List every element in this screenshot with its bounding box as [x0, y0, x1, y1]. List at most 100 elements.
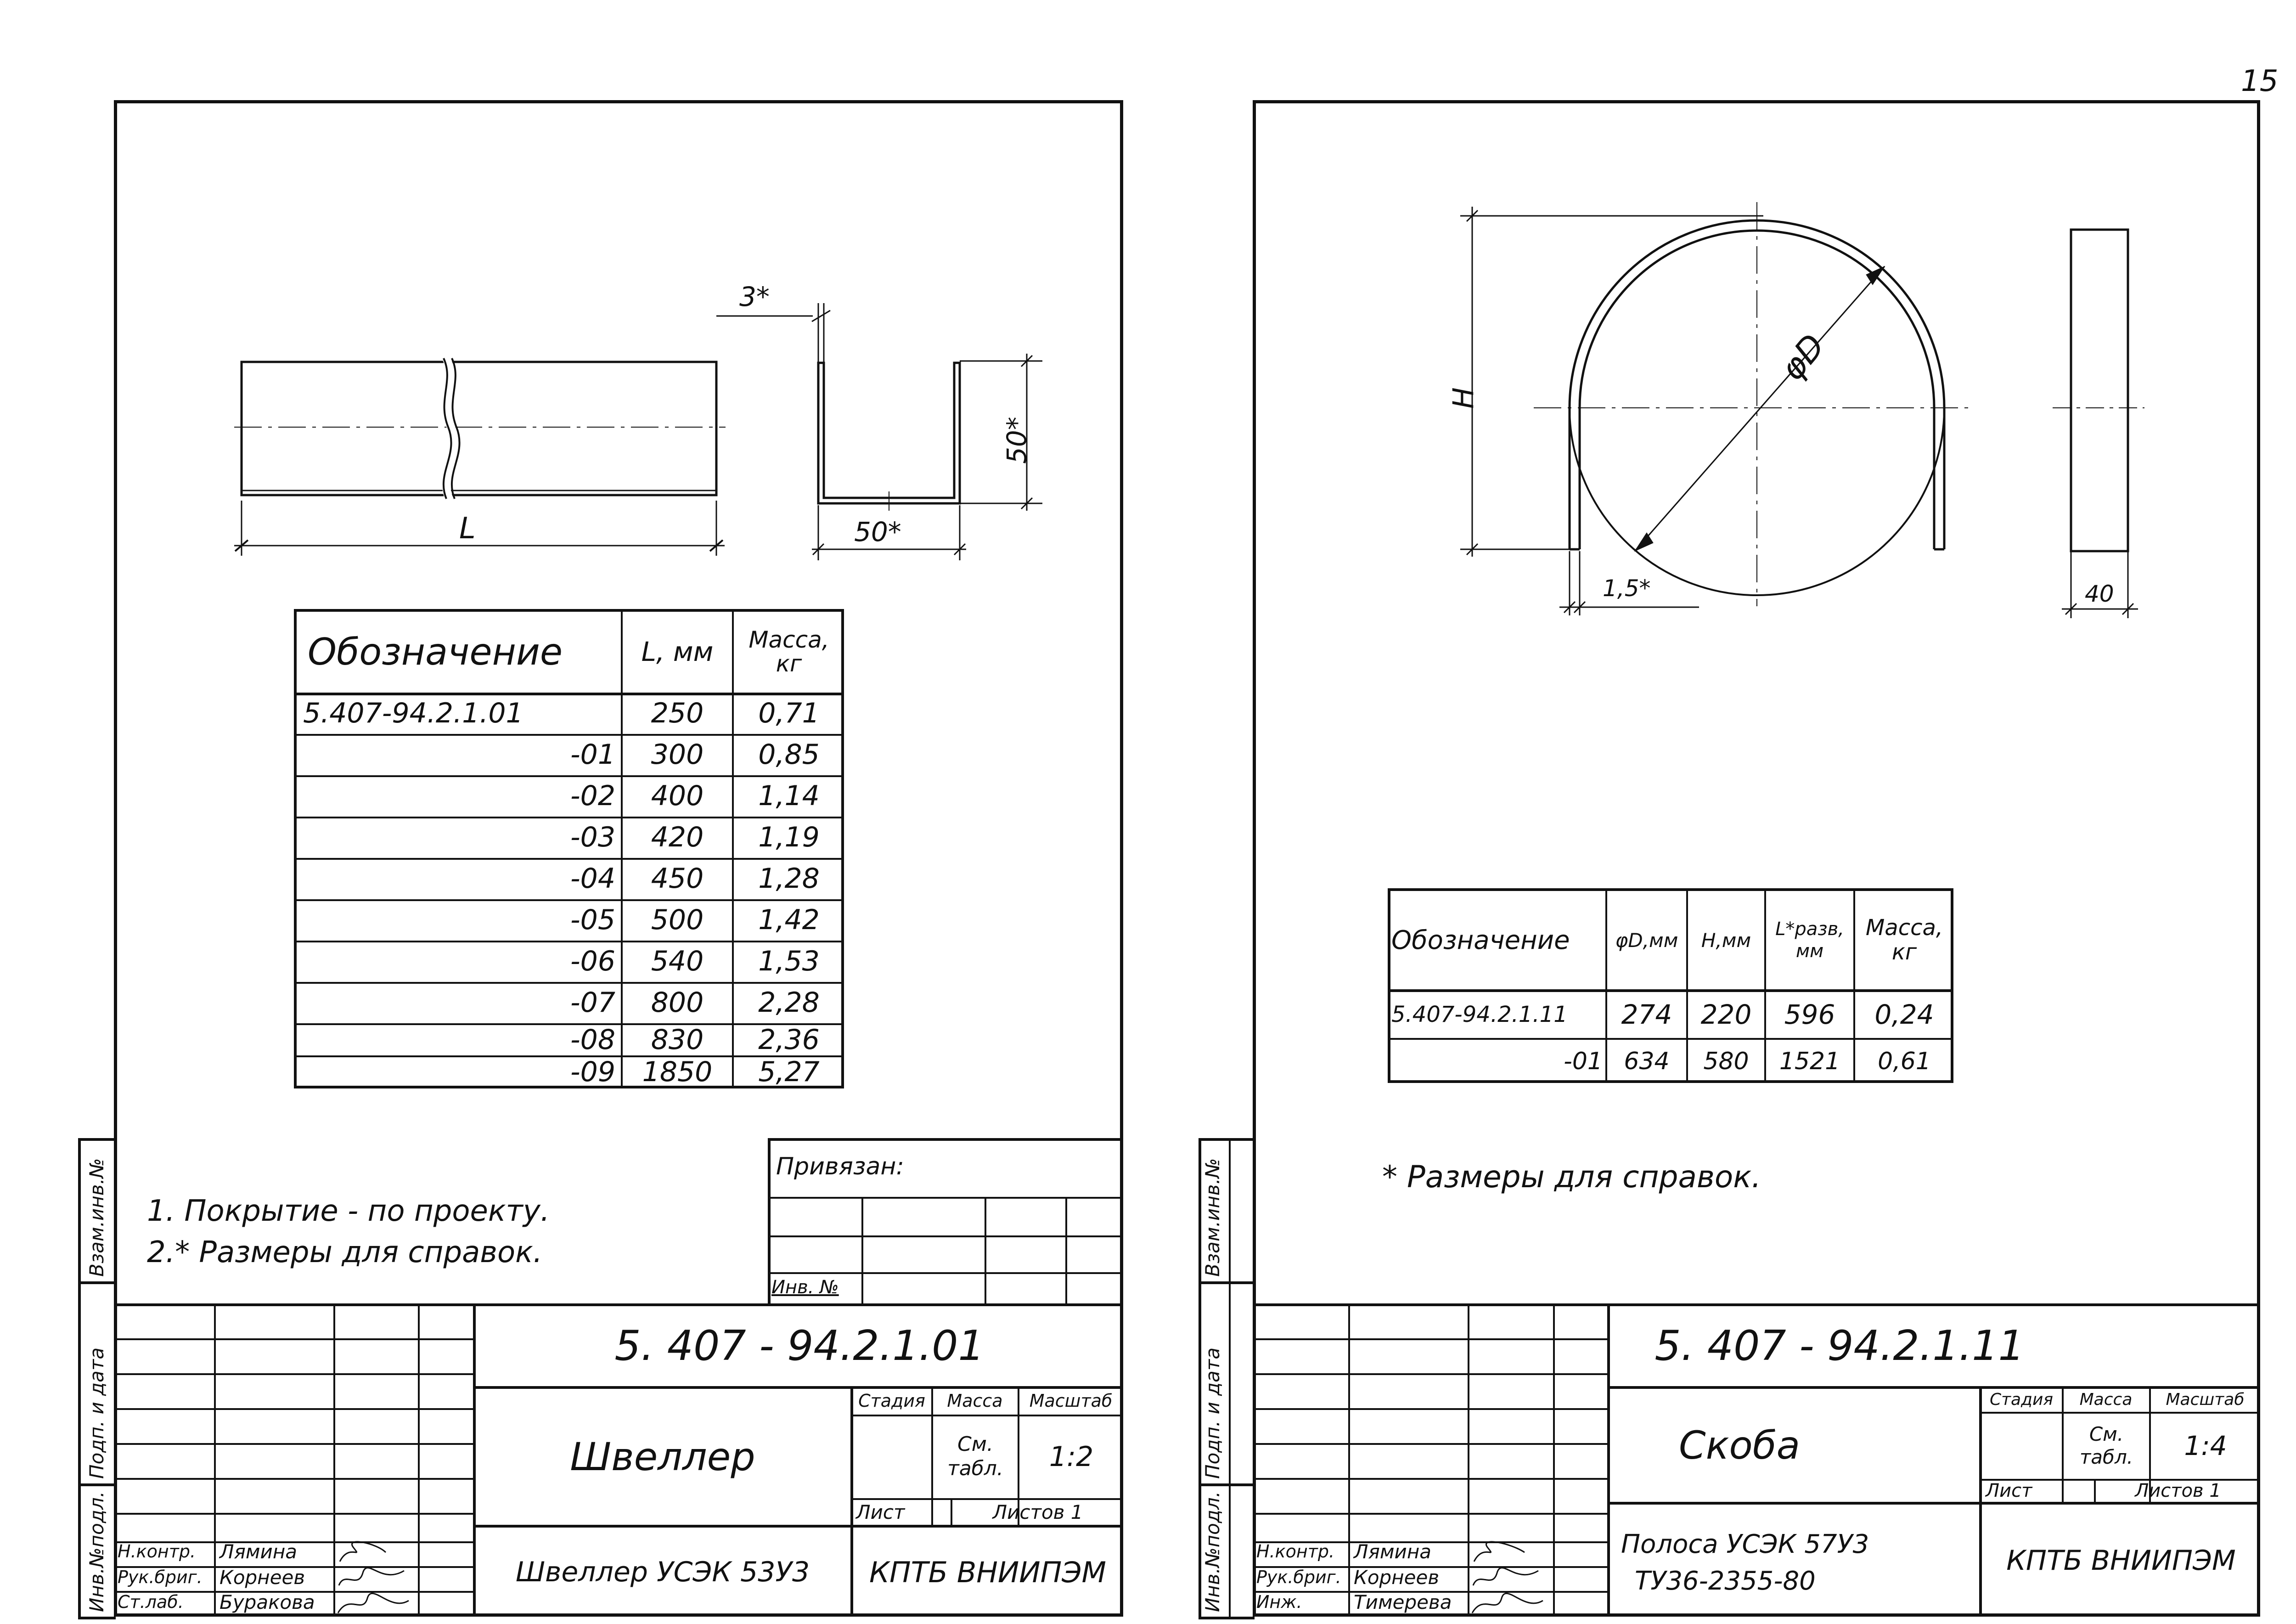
title-role: Н.контр. [118, 1541, 196, 1562]
table-row-designation: -02 [570, 780, 615, 812]
table-row-mass: 2,36 [758, 1024, 820, 1056]
sheets-label: Листов 1 [992, 1500, 1083, 1523]
material-label: Швеллер УСЭК 53У3 [515, 1556, 810, 1588]
table-row-mass: 0,61 [1878, 1048, 1931, 1075]
right-table-header-designation: Обозначение [1391, 925, 1570, 955]
mass-value: См. табл. [2079, 1422, 2133, 1468]
table-row-designation: -05 [570, 904, 615, 936]
table-row-length: 596 [1784, 999, 1835, 1030]
scale-value: 1:4 [2184, 1430, 2227, 1461]
table-row-designation: 5.407-94.2.1.01 [303, 697, 523, 729]
table-row-mass: 1,28 [758, 863, 820, 895]
right-table-header-mass: Масса, кг [1865, 915, 1943, 965]
table-row-designation: 5.407-94.2.1.11 [1391, 1002, 1568, 1027]
table-row-height: 580 [1703, 1048, 1749, 1075]
page-number: 15 [2241, 64, 2279, 98]
table-row-mass: 0,71 [758, 697, 820, 729]
document-code: 5. 407 - 94.2.1.11 [1654, 1321, 2025, 1370]
sheet-label: Лист [1986, 1480, 2032, 1501]
binding-title: Привязан: [776, 1153, 904, 1180]
table-row-length: 830 [651, 1024, 704, 1056]
material-line-2: ТУ36-2355-80 [1635, 1566, 1816, 1596]
title-role: Рук.бриг. [118, 1567, 203, 1587]
bracket-width-label: 40 [2085, 581, 2114, 607]
left-table-header-mass: Масса, кг [748, 626, 829, 677]
thickness-dimension-label: 3* [739, 281, 770, 312]
right-table-header-diameter: φD,мм [1615, 929, 1678, 952]
bracket-thickness-label: 1,5* [1603, 575, 1651, 602]
title-role: Н.контр. [1256, 1541, 1335, 1562]
table-row-designation: -03 [570, 821, 615, 853]
left-sheet-frame [114, 100, 1123, 1617]
table-row-diameter: 274 [1621, 999, 1672, 1030]
table-row-mass: 1,42 [758, 904, 820, 936]
document-name: Скоба [1679, 1423, 1801, 1468]
sheets-label: Листов 1 [2135, 1480, 2221, 1501]
table-row-designation: -09 [570, 1056, 615, 1088]
table-row-designation: -01 [570, 739, 615, 771]
stage-label: Стадия [1989, 1390, 2054, 1409]
table-row-mass: 1,19 [758, 821, 820, 853]
table-row-designation: -07 [570, 987, 615, 1019]
table-row-length: 1850 [642, 1056, 713, 1088]
title-role: Ст.лаб. [118, 1592, 184, 1612]
title-name: Корнеев [219, 1566, 305, 1589]
table-row-diameter: 634 [1624, 1048, 1670, 1075]
table-row-length: 500 [651, 904, 704, 936]
table-row-mass: 2,28 [758, 987, 820, 1019]
left-note-1: 1. Покрытие - по проекту. [147, 1194, 550, 1228]
table-row-designation: -08 [570, 1024, 615, 1056]
organization-label: КПТБ ВНИИПЭМ [869, 1555, 1107, 1589]
right-note: * Размеры для справок. [1382, 1159, 1761, 1195]
table-row-designation: -04 [570, 863, 615, 895]
title-name: Лямина [1354, 1540, 1432, 1563]
table-row-mass: 0,85 [758, 739, 820, 771]
right-table-header-height: H,мм [1701, 929, 1751, 952]
binding-inv-label: Инв. № [771, 1277, 839, 1298]
document-code: 5. 407 - 94.2.1.01 [614, 1321, 985, 1370]
right-table-header-length: L*разв, мм [1775, 919, 1844, 962]
mass-value: См. табл. [947, 1432, 1003, 1480]
table-row-designation: -01 [1564, 1048, 1603, 1075]
table-row-designation: -06 [570, 945, 615, 977]
right-sheet-frame [1253, 100, 2260, 1617]
table-row-mass: 1,14 [758, 780, 820, 812]
table-row-mass: 0,24 [1874, 999, 1934, 1030]
scale-label: Масштаб [1029, 1391, 1113, 1411]
organization-label: КПТБ ВНИИПЭМ [2006, 1545, 2236, 1577]
scale-label: Масштаб [2166, 1390, 2245, 1409]
mass-label: Масса [947, 1391, 1003, 1411]
left-note-2: 2.* Размеры для справок. [147, 1235, 543, 1269]
title-role: Инж. [1256, 1592, 1302, 1612]
title-name: Корнеев [1354, 1566, 1440, 1589]
title-role: Рук.бриг. [1256, 1567, 1341, 1587]
table-row-length: 250 [651, 697, 704, 729]
table-row-length: 400 [651, 780, 704, 812]
scale-value: 1:2 [1049, 1441, 1094, 1473]
sheet-label: Лист [856, 1500, 905, 1523]
mass-label: Масса [2079, 1390, 2133, 1409]
title-name: Буракова [219, 1591, 315, 1613]
table-row-length: 420 [651, 821, 704, 853]
length-dimension-label: L [459, 512, 476, 546]
table-row-length: 540 [651, 945, 704, 977]
table-row-length: 800 [651, 987, 704, 1019]
table-row-height: 220 [1700, 999, 1752, 1030]
left-stamp-divider [78, 1138, 81, 1617]
table-row-mass: 5,27 [758, 1056, 820, 1088]
table-row-mass: 1,53 [758, 945, 820, 977]
table-row-length: 300 [651, 739, 704, 771]
left-table-header-length: L, мм [641, 636, 714, 667]
material-line-1: Полоса УСЭК 57У3 [1621, 1529, 1869, 1559]
stage-label: Стадия [858, 1391, 925, 1411]
table-row-length: 450 [651, 863, 704, 895]
document-name: Швеллер [570, 1434, 755, 1479]
left-table-header-designation: Обозначение [308, 630, 563, 673]
width-dimension-label: 50* [854, 516, 901, 547]
title-name: Лямина [219, 1540, 298, 1563]
